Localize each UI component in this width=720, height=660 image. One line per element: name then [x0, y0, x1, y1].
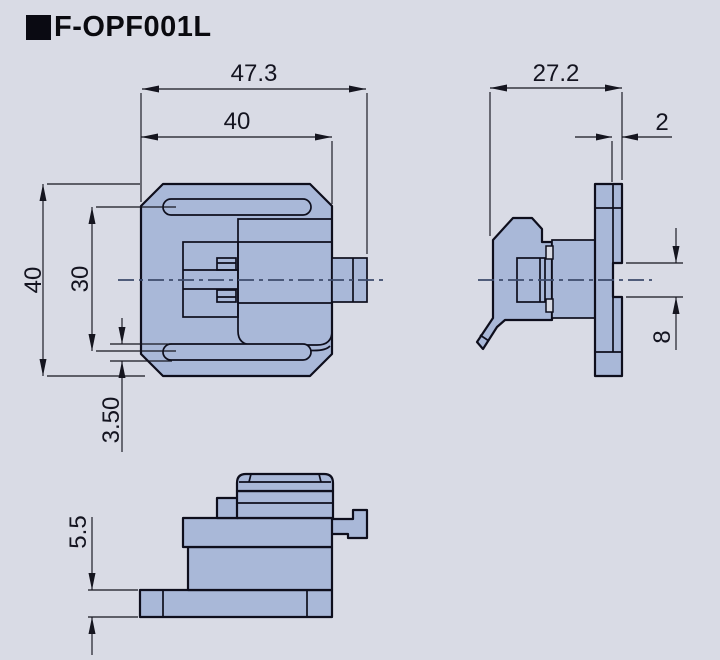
front-view: [118, 182, 385, 378]
side-flange-lines: [595, 184, 622, 353]
dim-front-slot-spacing-label: 30: [67, 266, 94, 293]
dim-front-body-height-label: 40: [20, 267, 47, 294]
dim-front-overall-width: 47.3: [140, 60, 368, 254]
part-number-label: F-OPF001L: [54, 11, 212, 43]
dim-side-notch-height: 8: [626, 228, 683, 350]
bottom-view: [138, 472, 369, 619]
side-step-notch-bottom: [545, 298, 554, 313]
bottom-right-tab: [332, 508, 369, 540]
bottom-middle-tier: [186, 545, 334, 592]
side-step-notch-top: [545, 245, 554, 260]
title-square-icon: [26, 15, 51, 40]
dim-side-flange-thickness-label: 2: [655, 109, 668, 136]
bottom-upper-tier: [181, 516, 334, 549]
front-dimensions: 47.3 40 40: [20, 60, 368, 452]
dim-bottom-base-thickness: 5.5: [65, 515, 138, 655]
side-middle-block: [551, 239, 596, 319]
bottom-dimensions: 5.5: [65, 515, 138, 655]
dim-side-flange-thickness: 2: [575, 109, 672, 182]
bottom-cap-details: [239, 473, 331, 483]
bottom-band: [235, 489, 335, 520]
side-foot-line: [479, 334, 490, 342]
front-internal-carrier: [182, 241, 239, 318]
front-top-slot: [162, 198, 312, 216]
side-dimensions: 27.2 2 8: [489, 60, 683, 350]
dim-front-body-width: 40: [141, 108, 333, 204]
side-view: [475, 182, 652, 378]
dim-side-notch-height-label: 8: [649, 330, 676, 343]
dim-front-slot-width: 3.50: [98, 318, 172, 452]
bottom-left-step: [215, 496, 240, 520]
side-body-outline: [475, 216, 554, 351]
bottom-base-plate: [138, 588, 334, 619]
drawing-title: F-OPF001L: [26, 11, 212, 44]
dim-side-overall-depth-label: 27.2: [533, 60, 580, 87]
dim-bottom-base-thickness-label: 5.5: [65, 515, 92, 548]
dim-front-slot-width-label: 3.50: [98, 397, 125, 444]
dim-front-overall-width-label: 47.3: [231, 60, 278, 87]
front-bottom-slot: [162, 343, 312, 361]
dim-front-body-width-label: 40: [224, 108, 251, 135]
dim-front-slot-spacing: 30: [67, 206, 176, 352]
dim-side-overall-depth: 27.2: [489, 60, 623, 236]
dim-front-body-height: 40: [20, 183, 145, 377]
